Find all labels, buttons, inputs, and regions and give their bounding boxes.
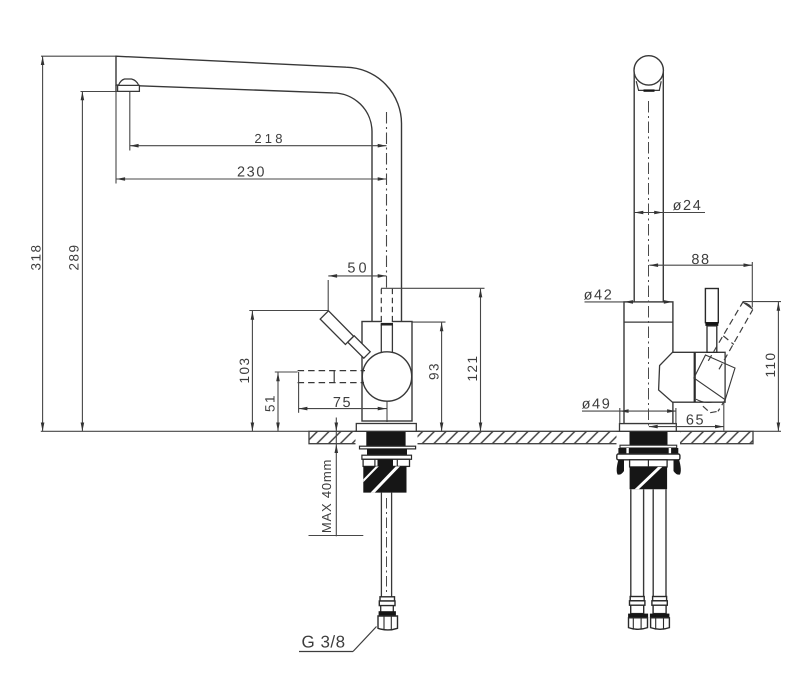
svg-text:75: 75 xyxy=(333,395,352,411)
svg-text:50: 50 xyxy=(347,260,369,276)
svg-text:93: 93 xyxy=(427,362,442,380)
svg-text:ø24: ø24 xyxy=(673,198,703,214)
svg-text:110: 110 xyxy=(763,351,778,377)
svg-text:103: 103 xyxy=(237,356,252,383)
svg-text:230: 230 xyxy=(237,165,266,181)
svg-text:289: 289 xyxy=(67,243,82,270)
svg-text:88: 88 xyxy=(691,252,710,268)
svg-text:ø42: ø42 xyxy=(584,288,614,304)
svg-text:318: 318 xyxy=(29,243,44,270)
svg-text:MAX 40mm: MAX 40mm xyxy=(319,459,334,533)
svg-text:G 3/8: G 3/8 xyxy=(302,633,346,652)
svg-text:218: 218 xyxy=(254,131,285,146)
svg-text:51: 51 xyxy=(263,394,278,412)
svg-text:65: 65 xyxy=(686,413,705,429)
svg-text:ø49: ø49 xyxy=(582,397,612,413)
svg-text:121: 121 xyxy=(465,354,480,381)
